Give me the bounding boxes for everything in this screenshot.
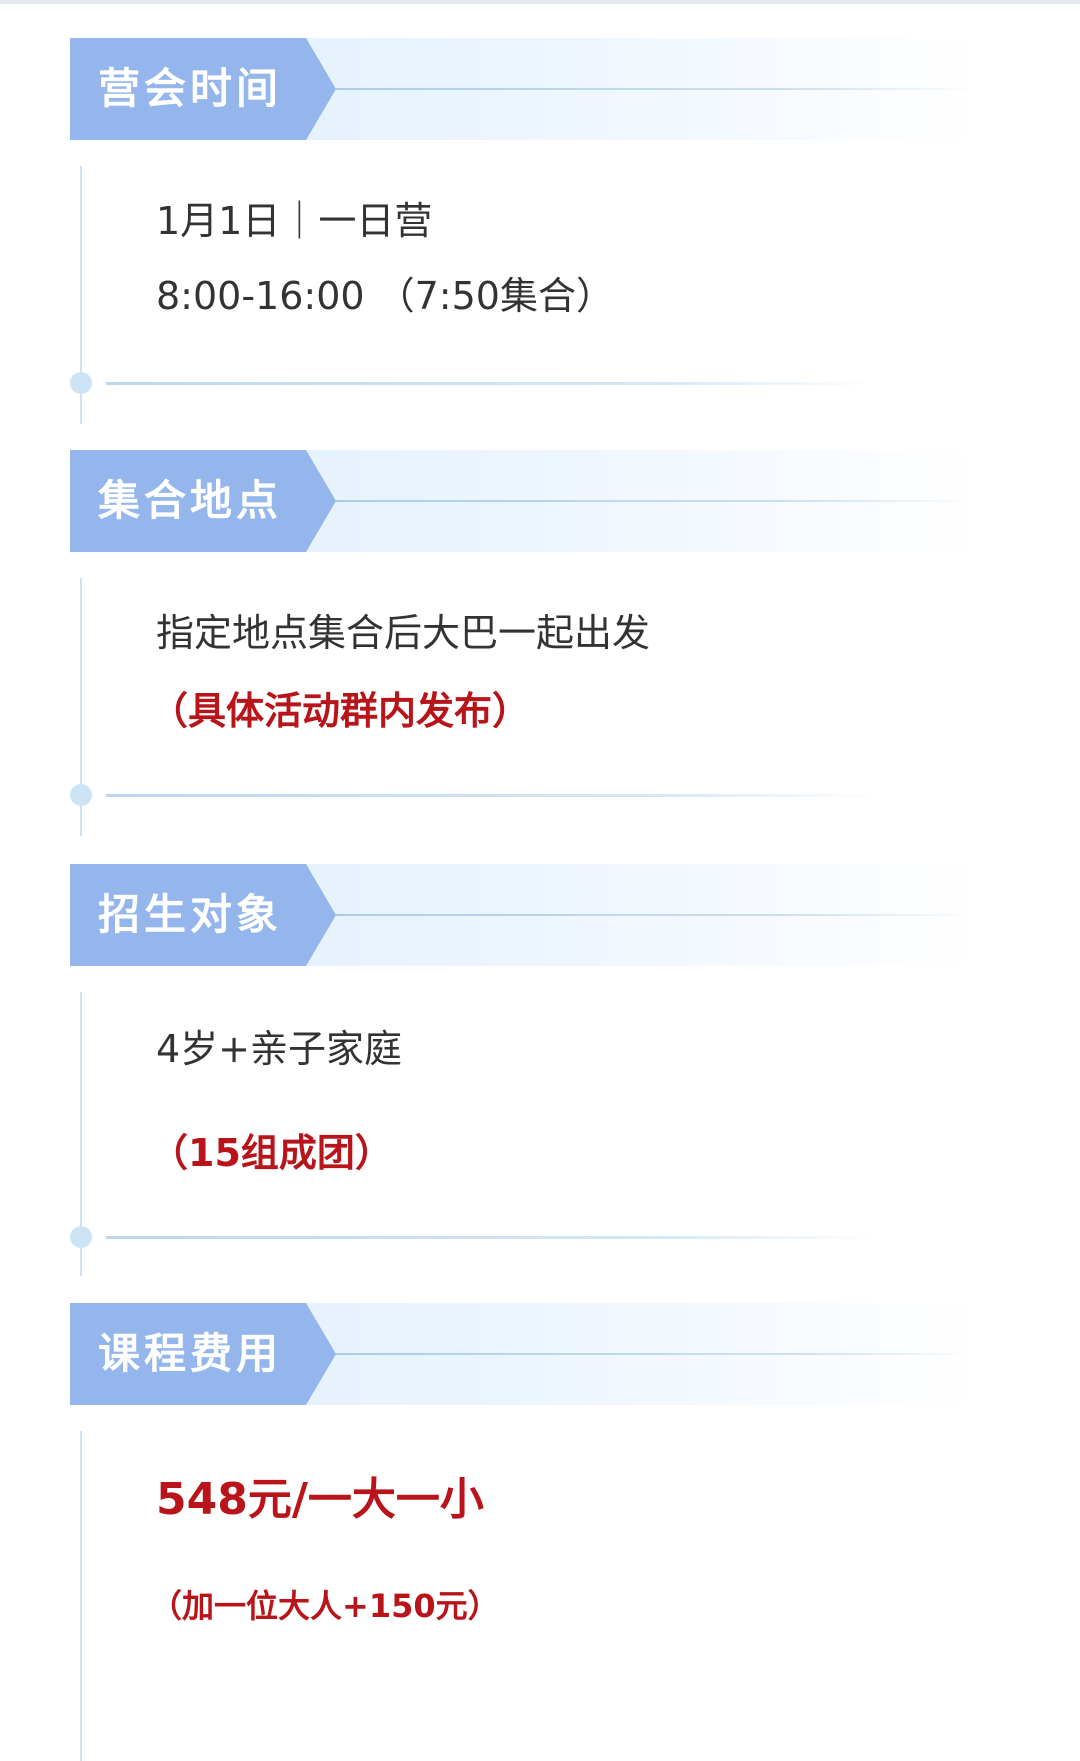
section-title: 集合地点 <box>98 476 283 525</box>
timeline-line <box>80 1431 82 1761</box>
timeline-line <box>80 578 82 836</box>
date-text: 1月1日｜一日营 <box>156 199 433 243</box>
header-tag <box>70 864 336 966</box>
header-line <box>336 914 976 916</box>
timeline-line <box>80 166 82 424</box>
group-size-note: （15组成团） <box>150 1131 393 1175</box>
timeline-dot <box>70 1226 92 1248</box>
section-camp-time: 营会时间 1月1日｜一日营 8:00-16:00 （7:50集合） <box>70 38 1080 460</box>
section-title: 营会时间 <box>98 64 283 113</box>
section-divider <box>106 1236 876 1239</box>
meeting-place-note: （具体活动群内发布） <box>150 689 531 733</box>
section-body: 548元/一大一小 （加一位大人+150元） <box>70 1405 1080 1761</box>
section-title: 招生对象 <box>98 890 283 939</box>
section-header: 招生对象 <box>70 864 980 966</box>
section-target-audience: 招生对象 4岁+亲子家庭 （15组成团） <box>70 864 1080 1306</box>
section-header: 课程费用 <box>70 1303 980 1405</box>
section-body: 1月1日｜一日营 8:00-16:00 （7:50集合） <box>70 140 1080 460</box>
timeline-line <box>80 992 82 1276</box>
timeline-dot <box>70 784 92 806</box>
section-header: 集合地点 <box>70 450 980 552</box>
header-tag <box>70 450 336 552</box>
price-text: 548元/一大一小 <box>156 1474 484 1525</box>
meeting-place-text: 指定地点集合后大巴一起出发 <box>156 611 651 655</box>
header-tag <box>70 1303 336 1405</box>
header-line <box>336 1353 976 1355</box>
timeline-dot <box>70 372 92 394</box>
section-course-fee: 课程费用 548元/一大一小 （加一位大人+150元） <box>70 1303 1080 1761</box>
section-divider <box>106 794 876 797</box>
header-line <box>336 88 976 90</box>
header-tag <box>70 38 336 140</box>
section-meeting-place: 集合地点 指定地点集合后大巴一起出发 （具体活动群内发布） <box>70 450 1080 872</box>
section-body: 4岁+亲子家庭 （15组成团） <box>70 966 1080 1306</box>
time-text: 8:00-16:00 （7:50集合） <box>156 274 614 318</box>
section-divider <box>106 382 876 385</box>
section-body: 指定地点集合后大巴一起出发 （具体活动群内发布） <box>70 552 1080 872</box>
header-line <box>336 500 976 502</box>
extra-adult-note: （加一位大人+150元） <box>150 1587 500 1625</box>
audience-text: 4岁+亲子家庭 <box>156 1027 403 1071</box>
section-header: 营会时间 <box>70 38 980 140</box>
section-title: 课程费用 <box>98 1329 283 1378</box>
top-divider <box>0 0 1080 4</box>
